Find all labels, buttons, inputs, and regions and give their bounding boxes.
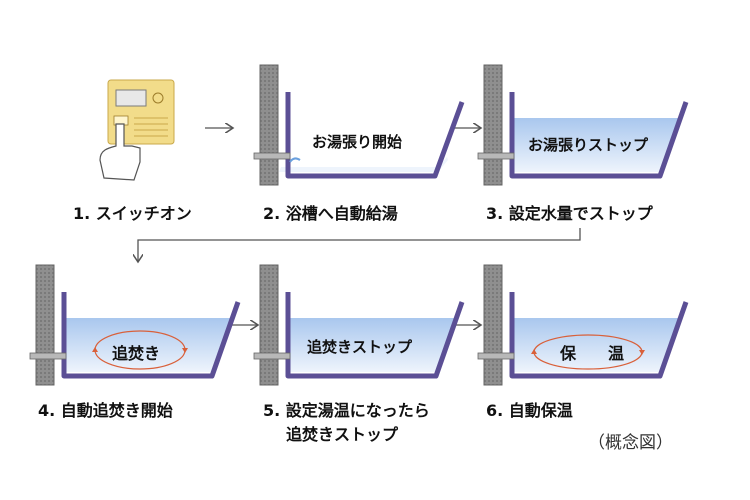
step-5-caption: 5. 設定湯温になったら bbox=[263, 400, 430, 422]
tub-label-step-6: 保 温 bbox=[560, 344, 625, 363]
step-text: 浴槽へ自動給湯 bbox=[285, 204, 398, 223]
step-text: スイッチオン bbox=[95, 204, 192, 223]
arrow-3-4 bbox=[138, 228, 581, 262]
step-5-caption-line-2: 追焚きストップ bbox=[286, 425, 399, 444]
concept-note: （概念図） bbox=[588, 433, 673, 453]
tub-label-step-2: お湯張り開始 bbox=[312, 133, 403, 151]
step-number: 6. bbox=[486, 401, 504, 420]
bathtub-step-5 bbox=[253, 264, 465, 386]
pointing-hand-icon bbox=[99, 123, 141, 181]
step-number: 5. bbox=[263, 401, 281, 420]
step-text: 自動追焚き開始 bbox=[60, 401, 173, 420]
step-2-caption: 2. 浴槽へ自動給湯 bbox=[263, 203, 398, 225]
step-text: 設定湯温になったら bbox=[285, 401, 430, 420]
bathtub-step-6 bbox=[477, 264, 689, 386]
step-number: 3. bbox=[486, 204, 504, 223]
bathtub-step-4 bbox=[29, 264, 241, 386]
step-number: 2. bbox=[263, 204, 281, 223]
step-4-caption: 4. 自動追焚き開始 bbox=[38, 400, 173, 422]
step-1-caption: 1. スイッチオン bbox=[73, 203, 192, 225]
step-number: 4. bbox=[38, 401, 56, 420]
step-3-caption: 3. 設定水量でストップ bbox=[486, 203, 653, 225]
tub-label-step-3: お湯張りストップ bbox=[528, 136, 649, 154]
tub-label-step-4: 追焚き bbox=[112, 344, 161, 363]
step-6-caption: 6. 自動保温 bbox=[486, 400, 573, 422]
step-text: 自動保温 bbox=[508, 401, 573, 420]
step-number: 1. bbox=[73, 204, 91, 223]
bathtub-step-3 bbox=[477, 64, 689, 186]
tub-label-step-5: 追焚きストップ bbox=[307, 338, 413, 356]
bathtub-step-2 bbox=[253, 64, 465, 186]
step-text: 設定水量でストップ bbox=[508, 204, 653, 223]
